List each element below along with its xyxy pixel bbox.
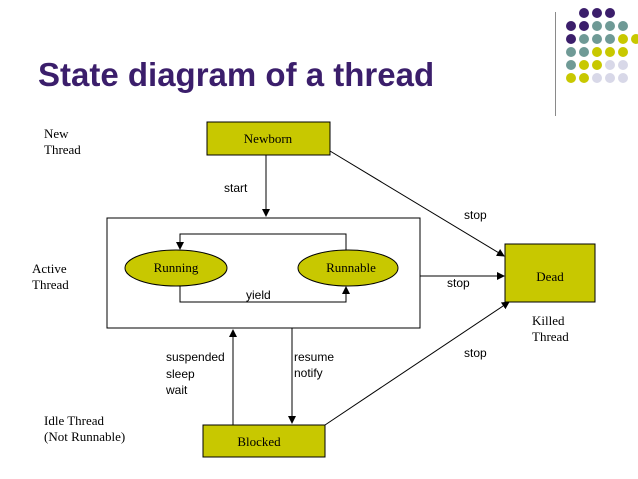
decorative-dot	[605, 73, 615, 83]
decorative-dot	[618, 21, 628, 31]
new-thread-label: New Thread	[44, 126, 81, 157]
decorative-dot	[592, 21, 602, 31]
edge-resume-label: resume	[294, 350, 334, 364]
edge-stop-blocked-label: stop	[464, 346, 487, 360]
edge-suspended-label: suspended	[166, 350, 225, 364]
killed-thread-label: Killed Thread	[532, 313, 569, 344]
decorative-dot	[579, 34, 589, 44]
decorative-dot	[579, 8, 589, 18]
decorative-dot	[579, 73, 589, 83]
decorative-dot	[592, 73, 602, 83]
idle-thread-label: Idle Thread (Not Runnable)	[44, 413, 126, 444]
edge-stop-active-label: stop	[447, 276, 470, 290]
decorative-dot	[579, 60, 589, 70]
edge-dispatch	[176, 233, 347, 250]
decorative-dot	[605, 47, 615, 57]
decorative-dot	[566, 21, 576, 31]
decorative-dot	[605, 60, 615, 70]
decorative-dot	[592, 34, 602, 44]
slide-title: State diagram of a thread	[38, 56, 435, 93]
state-blocked-label: Blocked	[237, 434, 281, 449]
state-running	[124, 249, 228, 287]
decorative-dot	[605, 34, 615, 44]
decorative-dot	[618, 60, 628, 70]
edge-stop-newborn	[329, 150, 505, 257]
state-newborn	[206, 121, 331, 156]
decorative-dot	[605, 21, 615, 31]
decorative-dot	[631, 34, 638, 44]
decorative-dot	[579, 47, 589, 57]
state-dead-label: Dead	[536, 269, 564, 284]
edge-wait-label: wait	[165, 383, 188, 397]
decorative-divider	[555, 12, 556, 116]
state-newborn-label: Newborn	[244, 131, 293, 146]
decorative-dot	[579, 21, 589, 31]
decorative-dot	[605, 8, 615, 18]
decorative-dot	[566, 60, 576, 70]
state-blocked	[202, 424, 326, 458]
state-running-label: Running	[154, 260, 199, 275]
decorative-dot	[618, 34, 628, 44]
decorative-dot	[618, 47, 628, 57]
decorative-dot	[566, 34, 576, 44]
decorative-dot	[592, 47, 602, 57]
decorative-dot	[566, 73, 576, 83]
decorative-dot	[592, 60, 602, 70]
decorative-dot	[566, 47, 576, 57]
state-dead	[504, 243, 596, 303]
edge-start-label: start	[224, 181, 248, 195]
edge-stop-newborn-label: stop	[464, 208, 487, 222]
active-thread-label: Active Thread	[32, 261, 69, 292]
edge-notify-label: notify	[294, 366, 323, 380]
state-runnable-label: Runnable	[326, 260, 376, 275]
edge-stop-blocked	[324, 301, 510, 426]
edge-yield	[179, 286, 350, 303]
edge-yield-label: yield	[246, 288, 271, 302]
decorative-dot	[618, 73, 628, 83]
decorative-dot	[592, 8, 602, 18]
edge-sleep-label: sleep	[166, 367, 195, 381]
